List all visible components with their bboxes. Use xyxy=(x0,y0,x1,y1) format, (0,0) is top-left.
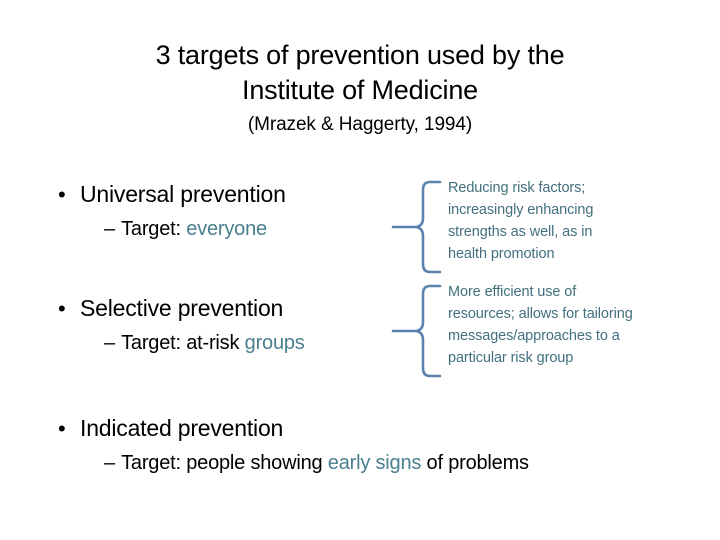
title-citation: (Mrazek & Haggerty, 1994) xyxy=(247,114,473,135)
sub-bullet-plain-before: people showing xyxy=(186,452,328,474)
sub-bullet-row: – Target: people showing early signs of … xyxy=(104,450,529,476)
annotation-line: particular risk group xyxy=(448,350,574,366)
sub-bullet-highlight: groups xyxy=(244,332,305,354)
sub-bullet-plain-after: of problems xyxy=(421,452,530,474)
bullet-dot-icon: • xyxy=(58,182,66,207)
left-pointing-curly-brace-icon xyxy=(391,180,442,274)
sub-bullet-highlight: everyone xyxy=(186,218,267,240)
en-dash-icon: – xyxy=(104,332,116,354)
annotation-text-universal: Reducing risk factors; increasingly enha… xyxy=(448,177,593,265)
sub-bullet-prefix: Target: xyxy=(121,452,187,474)
bullet-group-universal: • Universal prevention – Target: everyon… xyxy=(58,180,286,242)
annotation-line: More efficient use of xyxy=(448,284,577,300)
annotation-line: increasingly enhancing xyxy=(448,202,594,218)
left-pointing-curly-brace-icon xyxy=(391,284,442,378)
annotation-line: Reducing risk factors; xyxy=(448,180,586,196)
bullet-dot-icon: • xyxy=(58,296,66,321)
annotation-line: resources; allows for tailoring xyxy=(448,306,633,322)
annotation-line: messages/approaches to a xyxy=(448,328,620,344)
bullet-label: Universal prevention xyxy=(80,181,286,207)
bullet-row: • Indicated prevention xyxy=(58,414,529,442)
page-title-line-1: 3 targets of prevention used by the xyxy=(155,40,565,70)
bullet-row: • Selective prevention xyxy=(58,294,305,322)
en-dash-icon: – xyxy=(104,218,116,240)
bullet-dot-icon: • xyxy=(58,416,66,441)
callout-selective: More efficient use of resources; allows … xyxy=(390,283,680,379)
bullet-label: Indicated prevention xyxy=(80,415,284,441)
bullet-group-indicated: • Indicated prevention – Target: people … xyxy=(58,414,529,476)
callout-universal: Reducing risk factors; increasingly enha… xyxy=(390,179,680,275)
annotation-text-selective: More efficient use of resources; allows … xyxy=(448,281,633,369)
page-title-line-2: Institute of Medicine xyxy=(242,75,478,105)
sub-bullet-prefix: Target: xyxy=(121,332,187,354)
bullet-row: • Universal prevention xyxy=(58,180,286,208)
en-dash-icon: – xyxy=(104,452,116,474)
sub-bullet-plain-before: at-risk xyxy=(186,332,245,354)
title-block: 3 targets of prevention used by the Inst… xyxy=(60,38,660,137)
bullet-group-selective: • Selective prevention – Target: at-risk… xyxy=(58,294,305,356)
sub-bullet-prefix: Target: xyxy=(121,218,187,240)
sub-bullet-row: – Target: everyone xyxy=(104,216,286,242)
bullet-label: Selective prevention xyxy=(80,295,284,321)
sub-bullet-text: Target: everyone xyxy=(121,216,267,242)
sub-bullet-row: – Target: at-risk groups xyxy=(104,330,305,356)
sub-bullet-text: Target: at-risk groups xyxy=(121,330,305,356)
annotation-line: health promotion xyxy=(448,246,555,262)
sub-bullet-highlight: early signs xyxy=(327,452,422,474)
annotation-line: strengths as well, as in xyxy=(448,224,593,240)
sub-bullet-text: Target: people showing early signs of pr… xyxy=(121,450,529,476)
